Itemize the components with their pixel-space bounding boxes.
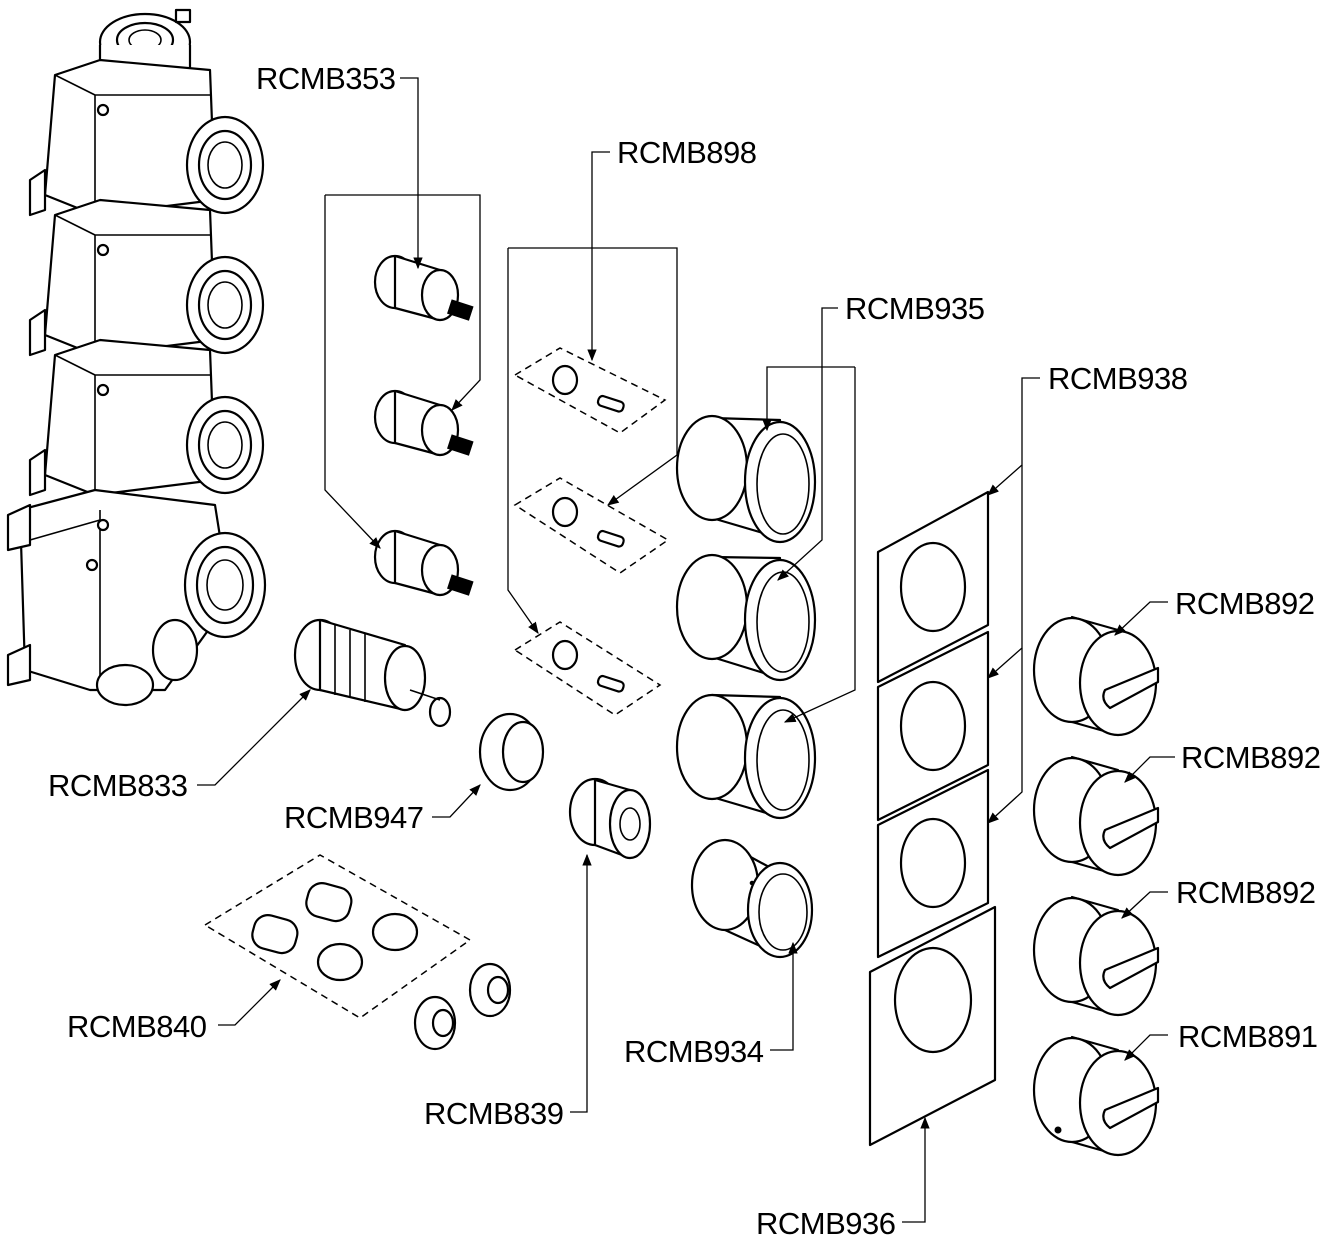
label-rcmb898: RCMB898	[617, 135, 757, 170]
label-rcmb892-1: RCMB892	[1175, 586, 1315, 621]
cover-plates	[868, 490, 997, 1147]
sleeves	[675, 414, 817, 959]
label-rcmb353: RCMB353	[256, 61, 396, 96]
label-rcmb839: RCMB839	[424, 1096, 564, 1131]
leader-lines	[197, 77, 1175, 1223]
cartridges-rcmb353	[373, 254, 474, 597]
knobs	[1032, 615, 1160, 1157]
label-rcmb936: RCMB936	[756, 1206, 896, 1241]
label-rcmb833: RCMB833	[48, 768, 188, 803]
label-rcmb892-2: RCMB892	[1181, 740, 1321, 775]
small-parts	[203, 347, 670, 1051]
label-rcmb892-3: RCMB892	[1176, 875, 1316, 910]
label-rcmb891: RCMB891	[1178, 1019, 1318, 1054]
label-rcmb947: RCMB947	[284, 800, 424, 835]
thermostatic-cartridge-rcmb833	[293, 618, 452, 728]
valve-body	[6, 8, 267, 707]
part-labels: RCMB353 RCMB898 RCMB935 RCMB938 RCMB892 …	[48, 61, 1321, 1241]
label-rcmb935: RCMB935	[845, 291, 985, 326]
label-rcmb934: RCMB934	[624, 1034, 764, 1069]
label-rcmb840: RCMB840	[67, 1009, 207, 1044]
label-rcmb938: RCMB938	[1048, 361, 1188, 396]
